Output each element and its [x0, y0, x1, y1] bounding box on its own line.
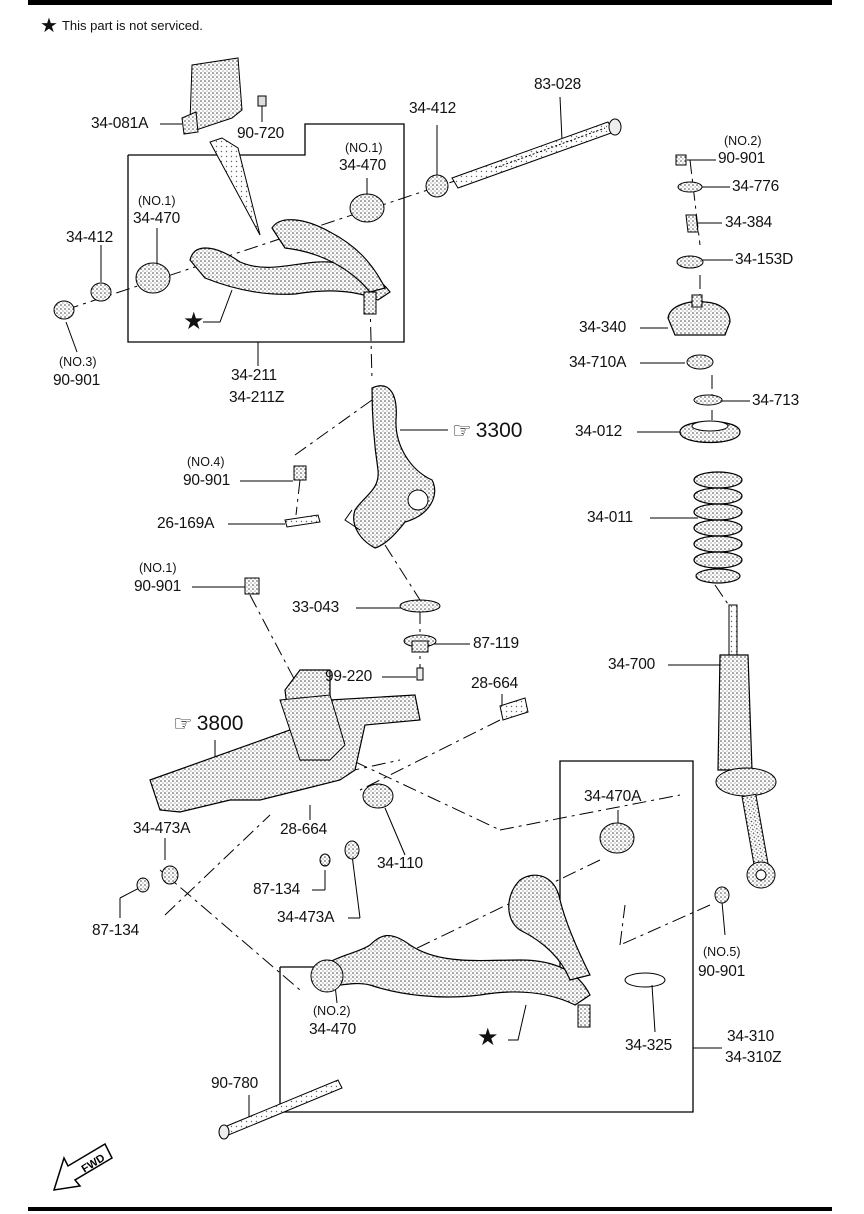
- label-87-134-b: 87-134: [92, 922, 140, 939]
- sub-no3: (NO.3): [59, 355, 97, 369]
- ref-3300-number: 3300: [475, 419, 523, 442]
- upper-arm-group-box: [127, 123, 405, 343]
- label-34-470-a: 34-470: [339, 157, 387, 174]
- label-90-720: 90-720: [237, 125, 285, 142]
- lower-arm-group-box: [279, 760, 694, 1113]
- bottom-rule: [28, 1207, 832, 1211]
- label-34-012: 34-012: [575, 423, 623, 440]
- label-34-710A: 34-710A: [569, 354, 627, 371]
- label-26-169A: 26-169A: [157, 515, 215, 532]
- label-34-153D: 34-153D: [735, 251, 794, 268]
- label-28-664-a: 28-664: [471, 675, 519, 692]
- label-83-028: 83-028: [534, 76, 582, 93]
- ref-3800-number: 3800: [196, 712, 244, 735]
- label-34-412-top: 34-412: [409, 100, 457, 117]
- label-34-340: 34-340: [579, 319, 627, 336]
- label-34-473A-b: 34-473A: [277, 909, 335, 926]
- ref-3800[interactable]: ☞ 3800: [173, 711, 243, 737]
- not-serviced-note: ★ This part is not serviced.: [40, 14, 203, 37]
- label-34-011: 34-011: [587, 509, 633, 526]
- label-34-211Z: 34-211Z: [229, 389, 285, 406]
- label-87-134-a: 87-134: [253, 881, 301, 898]
- label-90-901-no5: 90-901: [698, 963, 746, 980]
- label-28-664-b: 28-664: [280, 821, 328, 838]
- label-33-043: 33-043: [292, 599, 340, 616]
- sub-no1-a: (NO.1): [345, 141, 383, 155]
- label-34-325: 34-325: [625, 1037, 673, 1054]
- note-text: This part is not serviced.: [61, 18, 203, 33]
- label-34-310: 34-310: [727, 1028, 775, 1045]
- label-90-901-no2: 90-901: [718, 150, 766, 167]
- label-34-110: 34-110: [377, 855, 423, 872]
- label-34-713: 34-713: [752, 392, 800, 409]
- star-icon: ★: [40, 14, 58, 37]
- not-serviced-star-lower: ★: [477, 1024, 499, 1051]
- sub-no5: (NO.5): [703, 945, 741, 959]
- sub-no1-b: (NO.1): [138, 194, 176, 208]
- sub-no2-b: (NO.2): [313, 1004, 351, 1018]
- label-34-776: 34-776: [732, 178, 780, 195]
- label-34-081A: 34-081A: [91, 115, 149, 132]
- pointing-hand-icon: ☞: [173, 711, 193, 736]
- label-34-470-c: 34-470: [309, 1021, 357, 1038]
- forward-arrow-icon: FWD: [52, 1142, 113, 1191]
- top-rule: [28, 0, 832, 5]
- pointing-hand-icon: ☞: [452, 418, 472, 443]
- label-34-473A-a: 34-473A: [133, 820, 191, 837]
- label-34-412-left: 34-412: [66, 229, 114, 246]
- sub-no1-c: (NO.1): [139, 561, 177, 575]
- label-99-220: 99-220: [325, 668, 373, 685]
- label-34-310Z: 34-310Z: [725, 1049, 782, 1066]
- label-90-901-no3: 90-901: [53, 372, 101, 389]
- label-87-119: 87-119: [473, 635, 519, 652]
- label-34-470-b: 34-470: [133, 210, 181, 227]
- ref-3300[interactable]: ☞ 3300: [452, 418, 522, 444]
- label-34-384: 34-384: [725, 214, 773, 231]
- label-34-700: 34-700: [608, 656, 656, 673]
- sub-no4: (NO.4): [187, 455, 225, 469]
- label-90-901-no1: 90-901: [134, 578, 182, 595]
- label-90-780: 90-780: [211, 1075, 259, 1092]
- label-90-901-no4: 90-901: [183, 472, 231, 489]
- label-34-470A: 34-470A: [584, 788, 642, 805]
- label-34-211: 34-211: [231, 367, 277, 384]
- not-serviced-star-upper: ★: [183, 308, 205, 335]
- sub-no2-a: (NO.2): [724, 134, 762, 148]
